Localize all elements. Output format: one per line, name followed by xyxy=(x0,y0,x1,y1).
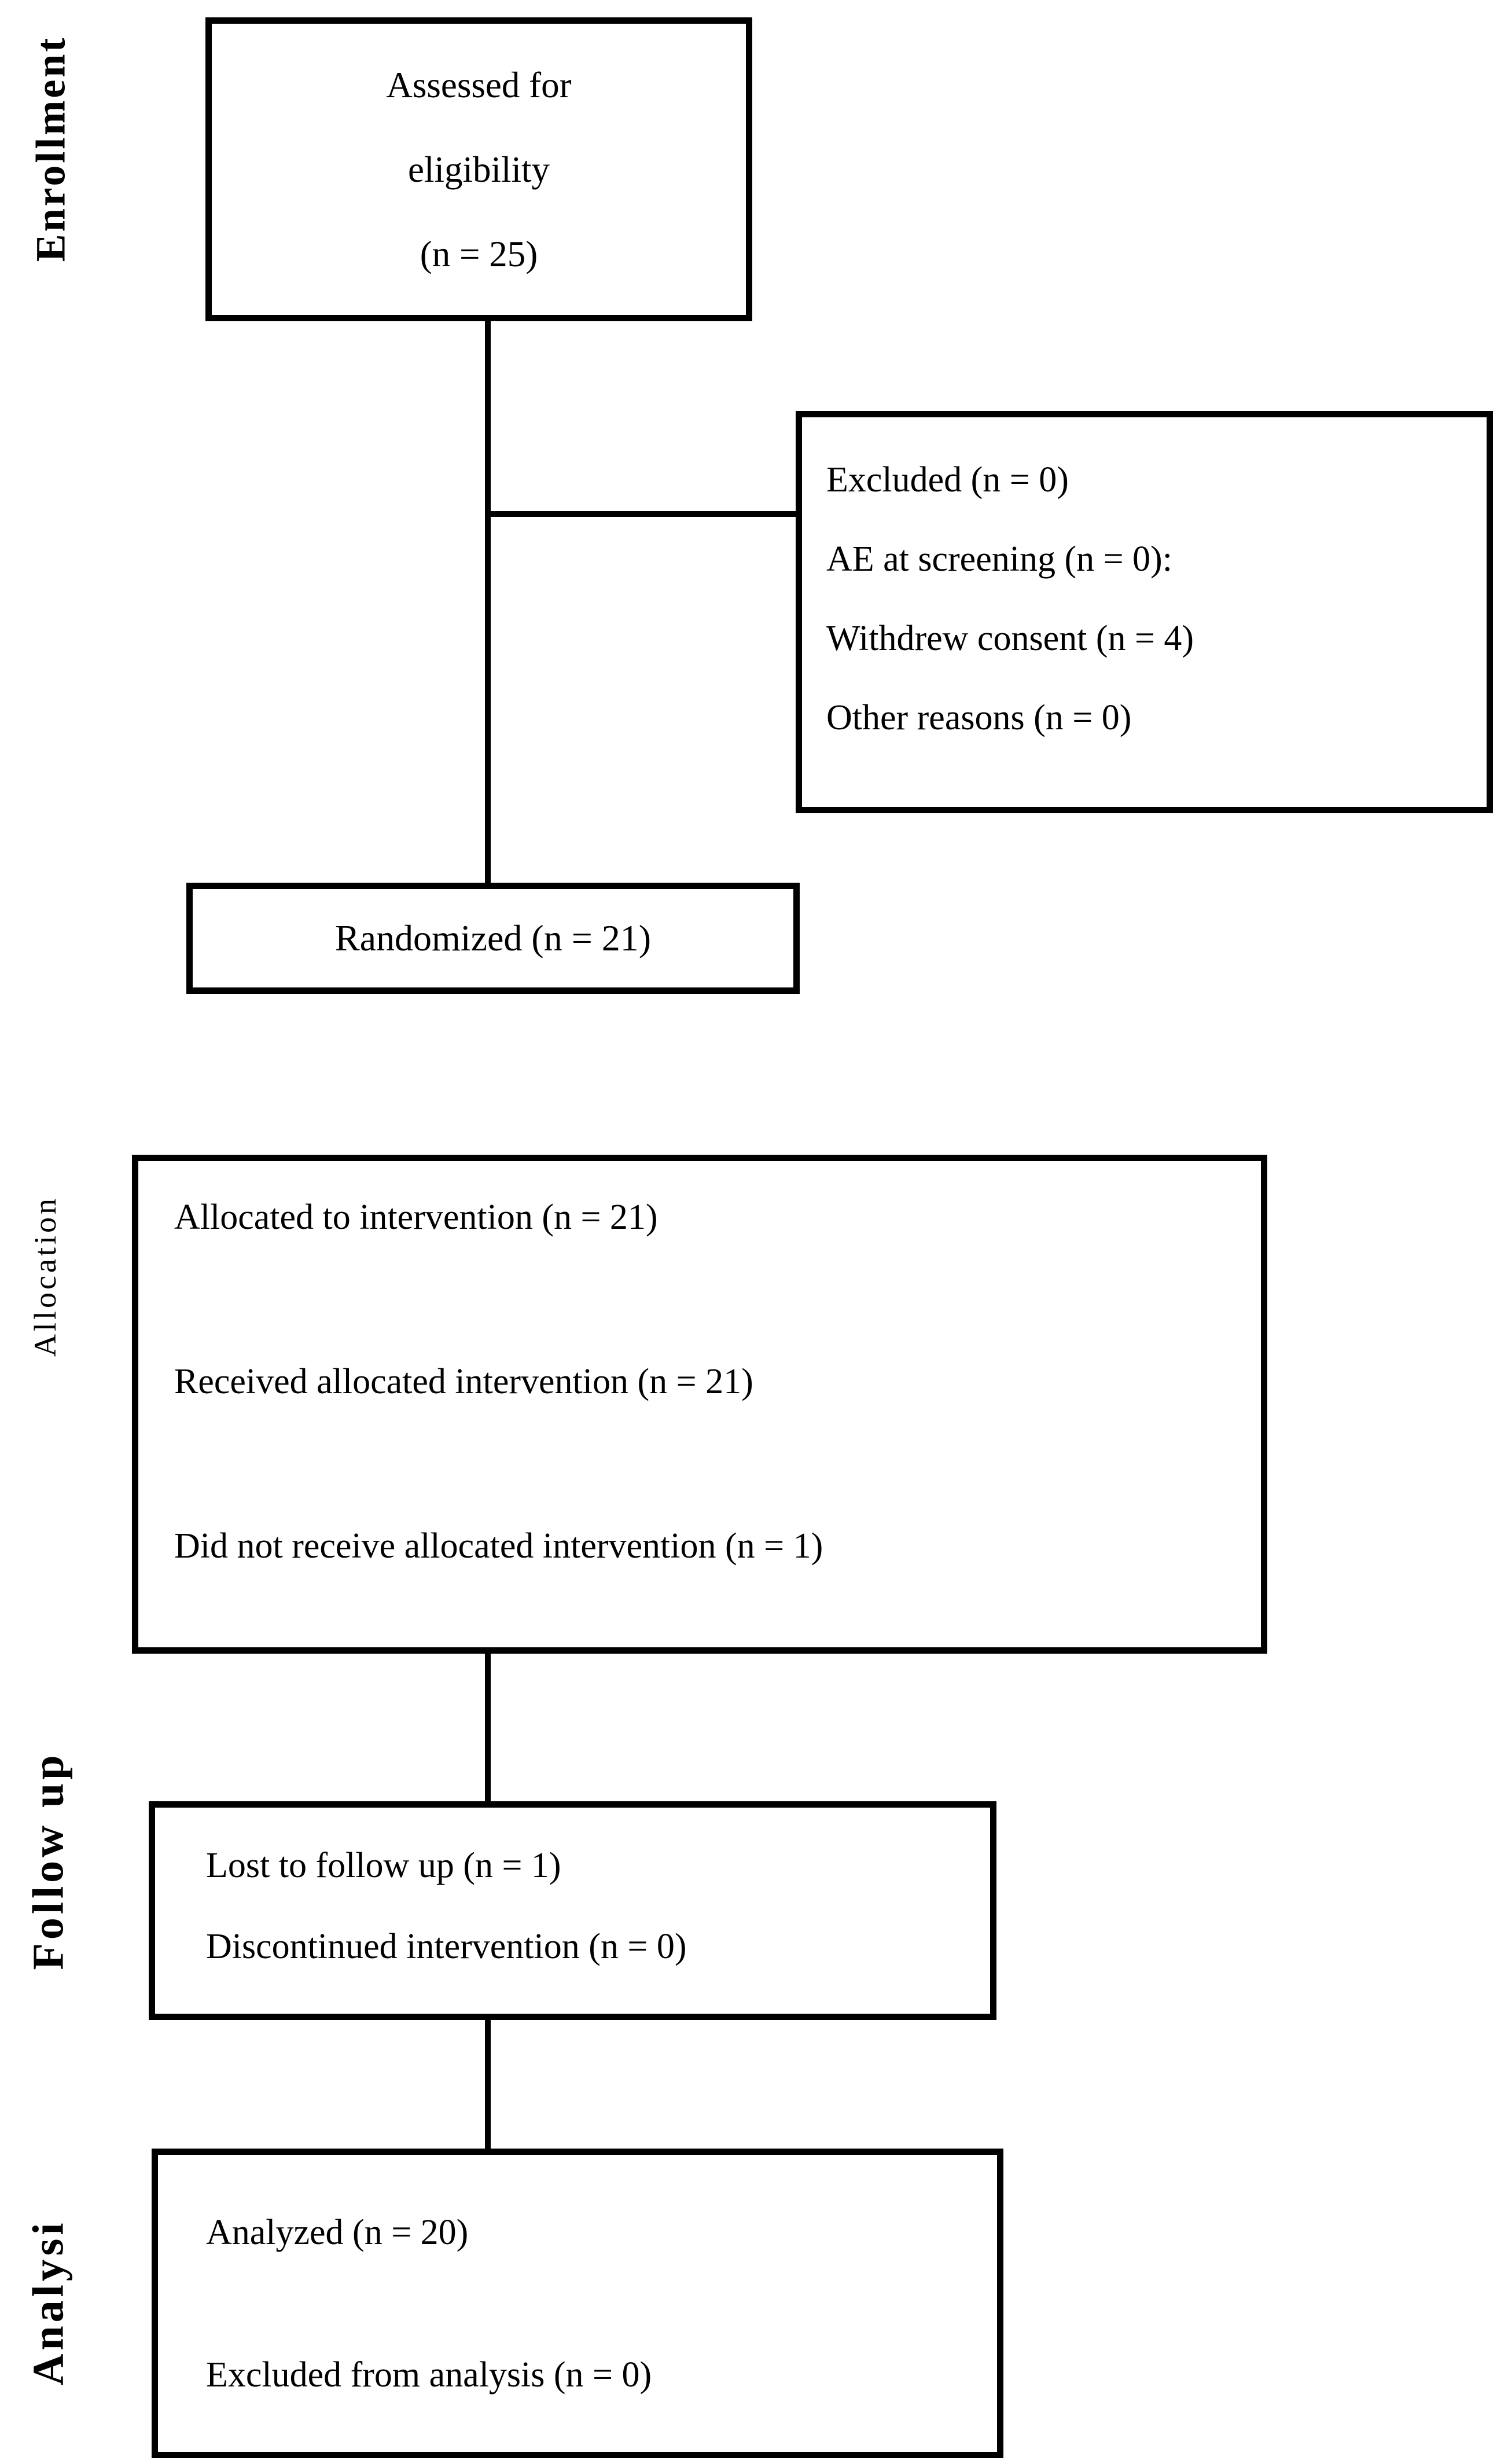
assessed-for-eligibility-box: Assessed for eligibility (n = 25) xyxy=(205,17,752,321)
connector-allocated-to-followup xyxy=(485,1654,491,1804)
box-line: Lost to follow up (n = 1) xyxy=(206,1846,561,1885)
enrollment-stage-label: Enrollment xyxy=(27,35,74,262)
box-line: Discontinued intervention (n = 0) xyxy=(206,1927,687,1966)
analysis-box: Analyzed (n = 20) Excluded from analysis… xyxy=(152,2149,1003,2458)
box-line: Assessed for xyxy=(386,64,572,105)
box-line: Received allocated intervention (n = 21) xyxy=(174,1362,753,1401)
randomized-box: Randomized (n = 21) xyxy=(186,883,800,994)
box-line: Allocated to intervention (n = 21) xyxy=(174,1198,658,1237)
connector-assessed-to-randomized xyxy=(485,321,491,886)
box-line: Excluded from analysis (n = 0) xyxy=(206,2355,652,2395)
box-line: Randomized (n = 21) xyxy=(334,917,652,959)
box-line: eligibility xyxy=(408,149,550,190)
box-line: Excluded (n = 0) xyxy=(826,460,1069,500)
box-line: (n = 25) xyxy=(420,233,538,274)
excluded-box: Excluded (n = 0) AE at screening (n = 0)… xyxy=(796,411,1493,813)
followup-stage-label: Follow up xyxy=(24,1751,73,1970)
connector-to-excluded xyxy=(485,511,796,517)
allocation-box: Allocated to intervention (n = 21) Recei… xyxy=(132,1155,1267,1654)
followup-box: Lost to follow up (n = 1) Discontinued i… xyxy=(149,1801,996,2020)
box-line: Other reasons (n = 0) xyxy=(826,698,1132,737)
box-line: Analyzed (n = 20) xyxy=(206,2213,469,2252)
box-line: AE at screening (n = 0): xyxy=(826,539,1172,579)
allocation-stage-label: Allocation xyxy=(28,1196,62,1357)
box-line: Withdrew consent (n = 4) xyxy=(826,619,1194,658)
connector-followup-to-analysis xyxy=(485,2020,491,2151)
box-line: Did not receive allocated intervention (… xyxy=(174,1526,823,1566)
analysis-stage-label: Analysi xyxy=(24,2219,73,2386)
